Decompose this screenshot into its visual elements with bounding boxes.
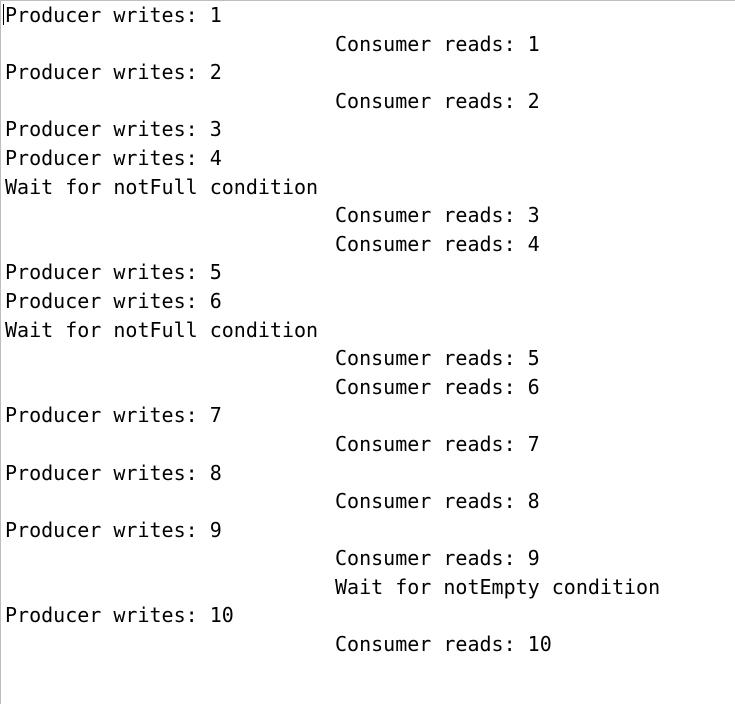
consumer-log-line: Consumer reads: 6 [335, 374, 540, 399]
producer-log-line: Producer writes: 4 [5, 145, 222, 170]
producer-log-line: Producer writes: 2 [5, 60, 222, 85]
producer-log-line: Producer writes: 9 [5, 517, 222, 542]
producer-log-line: Producer writes: 7 [5, 403, 222, 428]
consumer-log-line: Consumer reads: 9 [335, 546, 540, 571]
consumer-log-line: Consumer reads: 5 [335, 346, 540, 371]
consumer-log-line: Consumer reads: 1 [335, 31, 540, 56]
consumer-log-line: Consumer reads: 7 [335, 431, 540, 456]
consumer-log-line: Consumer reads: 10 [335, 632, 552, 657]
producer-log-line: Producer writes: 6 [5, 288, 222, 313]
producer-log-line: Producer writes: 1 [5, 3, 222, 27]
console-output-text: Producer writes: 1 Consumer reads: 1 Produ… [5, 1, 660, 659]
producer-log-line: Wait for notFull condition [5, 317, 319, 342]
producer-log-line: Producer writes: 8 [5, 460, 222, 485]
producer-log-line: Producer writes: 3 [5, 117, 222, 142]
consumer-log-line: Consumer reads: 8 [335, 489, 540, 514]
consumer-log-line: Wait for notEmpty condition [335, 574, 661, 599]
producer-log-line: Wait for notFull condition [5, 174, 319, 199]
producer-log-line: Producer writes: 5 [5, 260, 222, 285]
consumer-log-line: Consumer reads: 4 [335, 231, 540, 256]
text-cursor [3, 4, 4, 25]
consumer-log-line: Consumer reads: 3 [335, 203, 540, 228]
producer-log-line: Producer writes: 10 [5, 603, 234, 628]
consumer-log-line: Consumer reads: 2 [335, 88, 540, 113]
